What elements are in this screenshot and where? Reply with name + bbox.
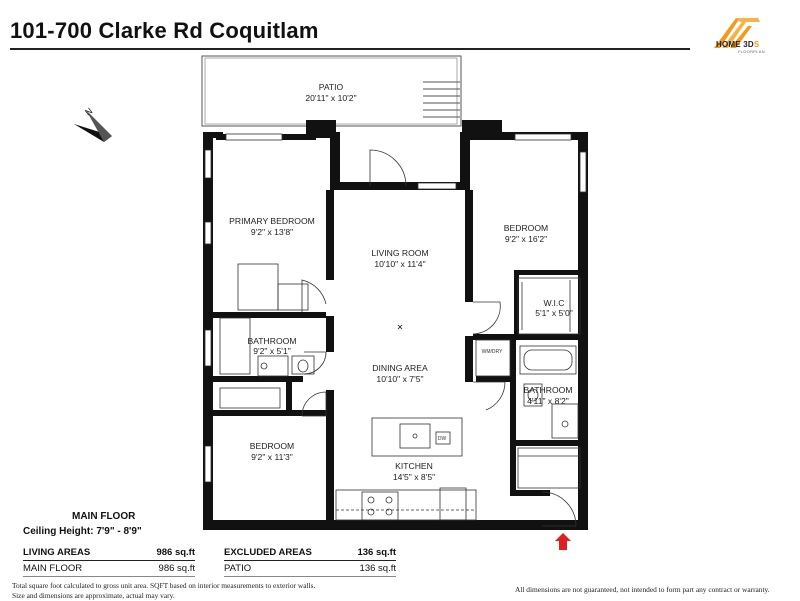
label-primary-bedroom: PRIMARY BEDROOM: [229, 216, 315, 226]
row-value: 986 sq.ft: [158, 563, 195, 574]
row-label: PATIO: [224, 563, 252, 574]
washer-dryer-icon: [475, 339, 511, 377]
entry-closet: [517, 447, 581, 489]
living-areas-header: LIVING AREAS 986 sq.ft: [23, 546, 195, 561]
page-title: 101-700 Clarke Rd Coquitlam: [10, 18, 319, 43]
footnote-line-2: Size and dimensions are approximate, act…: [12, 591, 175, 600]
table-row: MAIN FLOOR 986 sq.ft: [23, 562, 195, 577]
ceiling-height: Ceiling Height: 7'9" - 8'9": [23, 526, 142, 537]
logo-subtitle: FLOORPLAN: [738, 49, 765, 54]
bath-left-vanity: [219, 317, 251, 375]
floor-name: MAIN FLOOR: [72, 511, 136, 522]
label-dishwasher: DW: [438, 436, 447, 442]
dims-dining-area: 10'10" x 7'5": [376, 374, 423, 384]
label-patio: PATIO: [319, 82, 344, 92]
label-wic: W.I.C: [543, 298, 564, 308]
dims-bathroom-right: 4'11" x 8'2": [527, 396, 569, 406]
dims-wic: 5'1" x 5'0": [535, 308, 573, 318]
center-marker-icon: [397, 324, 403, 330]
excluded-areas-header: EXCLUDED AREAS 136 sq.ft: [224, 546, 396, 561]
dims-bedroom-right: 9'2" x 16'2": [505, 234, 547, 244]
compass-label: N: [83, 106, 94, 118]
closet-bedroom-left: [219, 387, 281, 409]
label-bedroom-left: BEDROOM: [250, 441, 294, 451]
dims-primary-bedroom: 9'2" x 13'8": [251, 227, 293, 237]
kitchen-island: [371, 417, 463, 457]
label-washer-dryer: WM/DRY: [482, 349, 503, 355]
label-bathroom-left: BATHROOM: [247, 336, 296, 346]
interior-walls: [213, 190, 584, 520]
label-bathroom-right: BATHROOM: [523, 385, 572, 395]
walk-in-closet: [517, 277, 581, 335]
label-dining-area: DINING AREA: [372, 363, 428, 373]
windows: [204, 133, 587, 483]
living-areas-label: LIVING AREAS: [23, 547, 91, 558]
excluded-areas-total: 136 sq.ft: [357, 547, 396, 558]
label-bedroom-right: BEDROOM: [504, 223, 548, 233]
footnote: Total square foot calculated to gross un…: [12, 581, 315, 601]
excluded-areas-label: EXCLUDED AREAS: [224, 547, 312, 558]
excluded-areas-table: EXCLUDED AREAS 136 sq.ft PATIO 136 sq.ft: [224, 546, 396, 577]
entry-arrow-icon: [555, 533, 571, 550]
room-labels: PATIO 20'11" x 10'2" PRIMARY BEDROOM 9'2…: [229, 82, 573, 482]
bath-right-vanity: [551, 403, 579, 439]
dims-bedroom-left: 9'2" x 11'3": [251, 452, 293, 462]
stove-icon: [361, 491, 399, 521]
label-kitchen: KITCHEN: [395, 461, 433, 471]
table-row: PATIO 136 sq.ft: [224, 562, 396, 577]
dims-patio: 20'11" x 10'2": [305, 93, 356, 103]
dims-kitchen: 14'5" x 8'5": [393, 472, 435, 482]
living-areas-table: LIVING AREAS 986 sq.ft MAIN FLOOR 986 sq…: [23, 546, 195, 577]
footnote-line-1: Total square foot calculated to gross un…: [12, 581, 316, 590]
bathtub-icon: [519, 345, 577, 375]
logo-wordmark: HOME 3DS: [716, 40, 760, 49]
row-value: 136 sq.ft: [359, 563, 396, 574]
doors: [301, 149, 577, 527]
title-divider: [10, 48, 690, 50]
label-living-room: LIVING ROOM: [371, 248, 428, 258]
home3ds-logo-icon: [714, 18, 760, 48]
dims-bathroom-left: 9'2" x 5'1": [253, 346, 291, 356]
row-label: MAIN FLOOR: [23, 563, 83, 574]
fixtures: [219, 263, 581, 521]
living-areas-total: 986 sq.ft: [156, 547, 195, 558]
toilet-icon: [291, 355, 315, 375]
dims-living-room: 10'10" x 11'4": [374, 259, 425, 269]
compass-icon: N: [74, 106, 112, 142]
disclaimer: All dimensions are not guaranteed, not i…: [515, 585, 770, 594]
closet-primary: [237, 263, 279, 311]
